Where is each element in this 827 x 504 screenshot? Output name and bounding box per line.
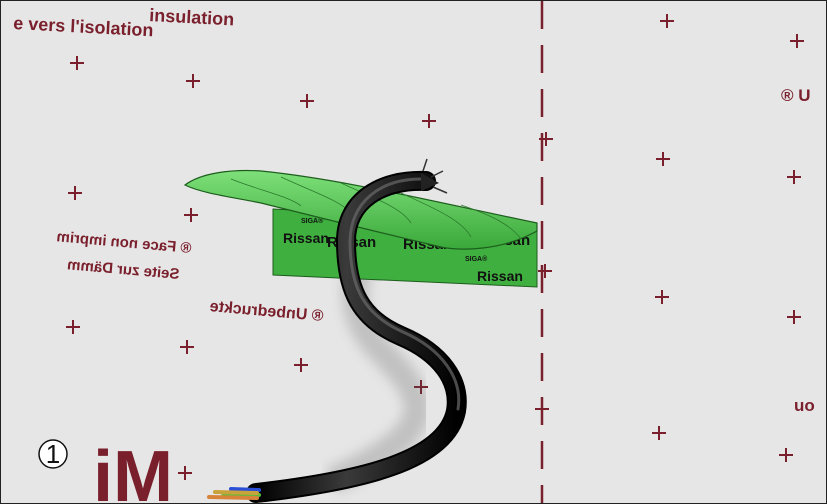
cross-marker	[660, 14, 674, 28]
callout-number: 1	[46, 439, 60, 469]
tape-brand-label-1: Rissan	[283, 230, 329, 246]
cable	[246, 158, 467, 503]
cross-marker	[422, 114, 436, 128]
cross-marker	[300, 94, 314, 108]
tape-brand-label-5: Rissan	[477, 268, 523, 284]
wire-conductor	[207, 495, 259, 500]
cross-marker	[787, 170, 801, 184]
cross-marker	[655, 290, 669, 304]
cross-marker	[70, 56, 84, 70]
mirrored-big-letters: Mi	[93, 437, 173, 503]
cross-marker	[787, 310, 801, 324]
mirrored-text-group-2: Seite zur Dämm	[67, 256, 181, 283]
tape-maker-label-1: SIGA®	[301, 217, 324, 225]
mirrored-text-seite: Seite zur Dämm	[67, 256, 181, 283]
cross-marker	[652, 426, 666, 440]
membrane-text-isolation: e vers l'isolation	[13, 13, 154, 40]
wire-conductor	[229, 487, 261, 492]
cross-marker	[68, 186, 82, 200]
cross-marker	[180, 340, 194, 354]
cross-marker	[539, 132, 553, 146]
mirrored-big-letters-group: Mi	[93, 437, 173, 503]
cross-markers	[66, 14, 804, 480]
cross-marker	[790, 34, 804, 48]
mirrored-text-face: ® Face non imprim	[56, 228, 192, 257]
cross-marker	[656, 152, 670, 166]
mirrored-text-group-1: ® Face non imprim	[56, 228, 192, 257]
tape-maker-label-2: SIGA®	[465, 255, 488, 263]
cross-marker	[294, 358, 308, 372]
membrane-text-insulation: insulation	[149, 5, 235, 29]
callout-badge: 1	[38, 439, 68, 469]
cable-cut-end	[421, 173, 439, 191]
cross-marker	[538, 264, 552, 278]
cross-marker	[184, 208, 198, 222]
membrane-text-right: ® U	[781, 86, 811, 105]
cross-marker	[178, 466, 192, 480]
wire-conductor	[213, 490, 259, 495]
cable-wires	[207, 487, 261, 500]
cross-marker	[186, 74, 200, 88]
cross-marker	[66, 320, 80, 334]
mirrored-text-unbedruckte: ® Unbedruckte	[209, 298, 324, 325]
mirrored-text-group-3: ® Unbedruckte	[209, 298, 324, 325]
cross-marker	[535, 402, 549, 416]
cross-marker	[779, 448, 793, 462]
membrane-text-right-lower: uo	[794, 396, 815, 415]
